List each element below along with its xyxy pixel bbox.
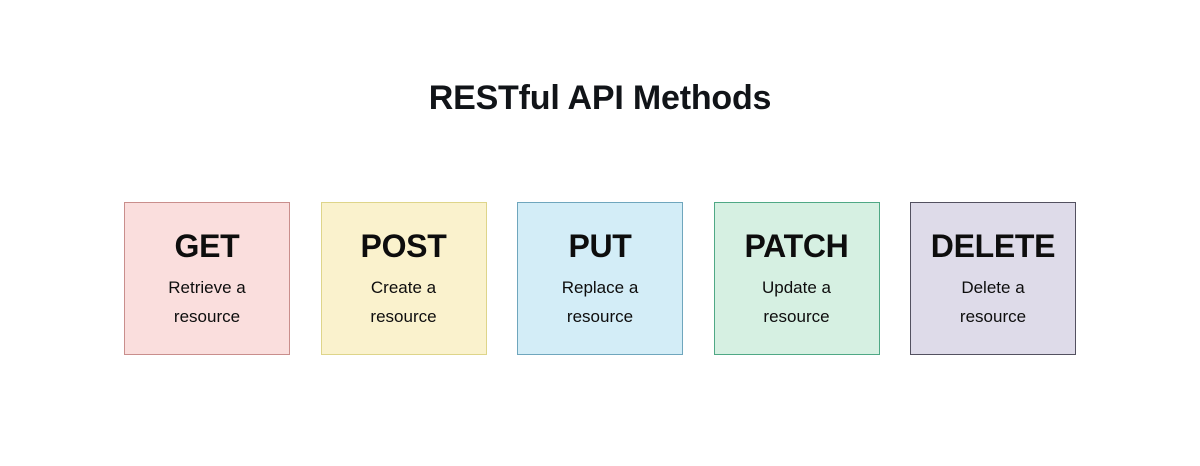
method-card-patch[interactable]: PATCH Update a resource [713,202,880,355]
method-card-delete[interactable]: DELETE Delete a resource [910,202,1076,355]
method-card-post[interactable]: POST Create a resource [320,202,487,355]
method-description: Delete a resource [959,277,1027,326]
method-description: Replace a resource [561,277,639,326]
method-description: Create a resource [370,277,437,326]
method-name: PATCH [744,227,849,264]
method-name: GET [174,227,240,264]
method-description: Update a resource [762,277,831,326]
method-name: POST [360,227,447,264]
method-name: DELETE [930,227,1056,264]
method-name: PUT [568,227,632,264]
method-description: Retrieve a resource [168,277,246,326]
method-card-put[interactable]: PUT Replace a resource [517,202,683,355]
method-card-get[interactable]: GET Retrieve a resource [124,202,290,355]
page-title: RESTful API Methods [428,79,772,117]
method-cards-row: GET Retrieve a resource POST Create a re… [124,202,1076,355]
